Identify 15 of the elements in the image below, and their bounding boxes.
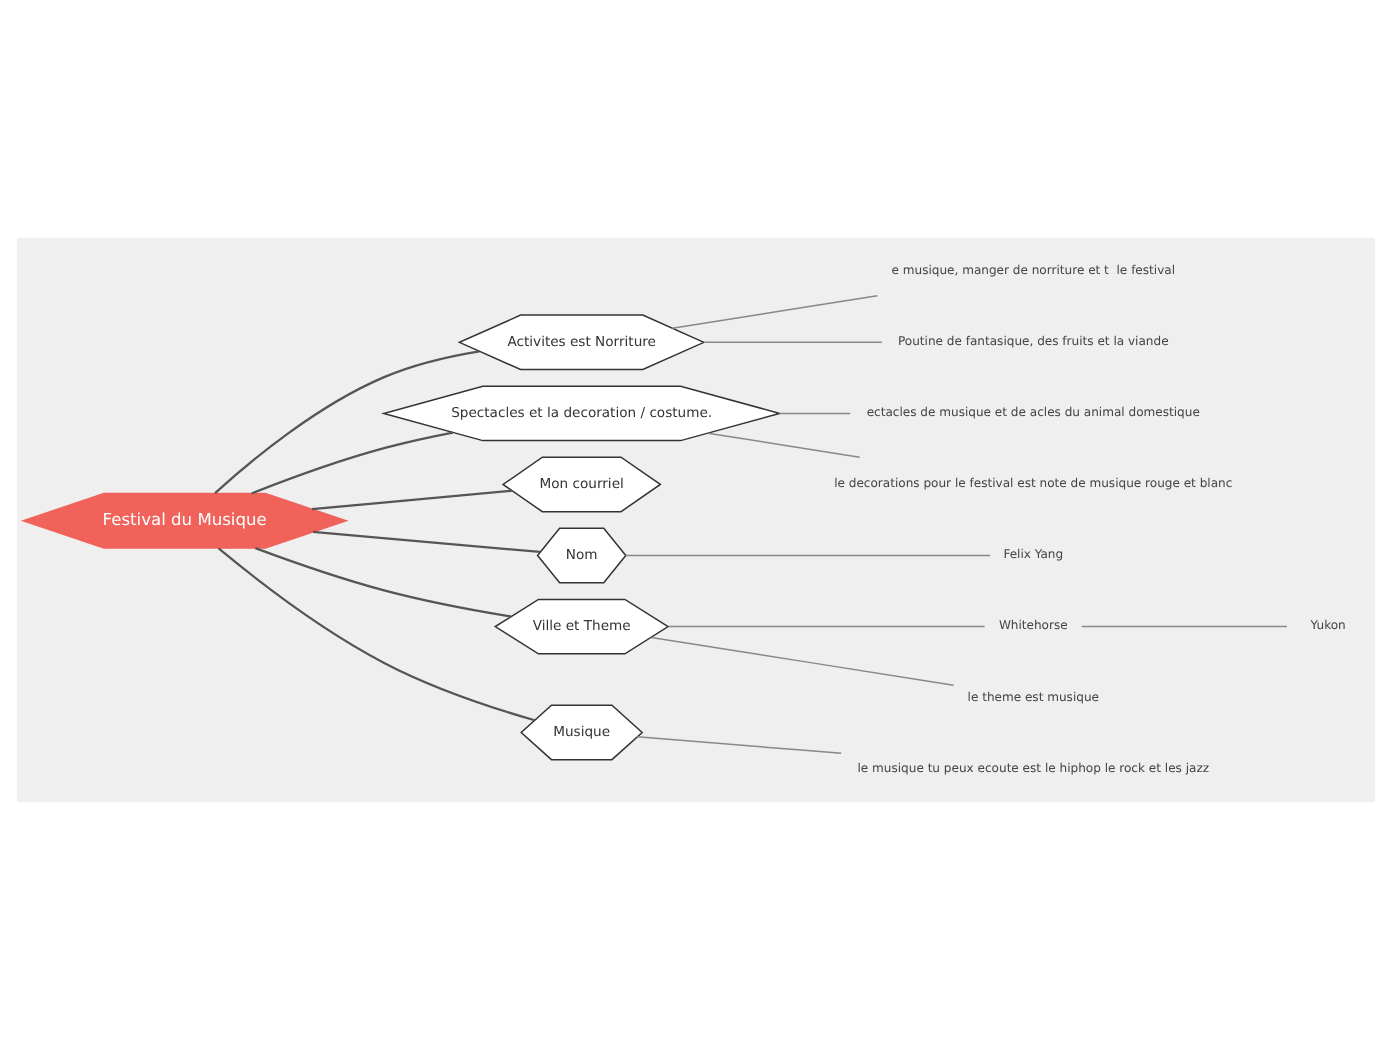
connector [311,489,512,511]
connector [251,431,454,495]
connector [217,547,535,722]
connector [703,341,883,344]
connector [1080,625,1288,628]
connector [671,294,879,329]
connector [255,547,512,618]
connector [312,530,541,554]
connector [214,350,480,494]
connector [707,432,861,458]
connector [636,736,842,755]
connector [778,412,851,415]
connector [625,554,991,557]
connector [667,625,986,628]
connector [650,636,955,687]
